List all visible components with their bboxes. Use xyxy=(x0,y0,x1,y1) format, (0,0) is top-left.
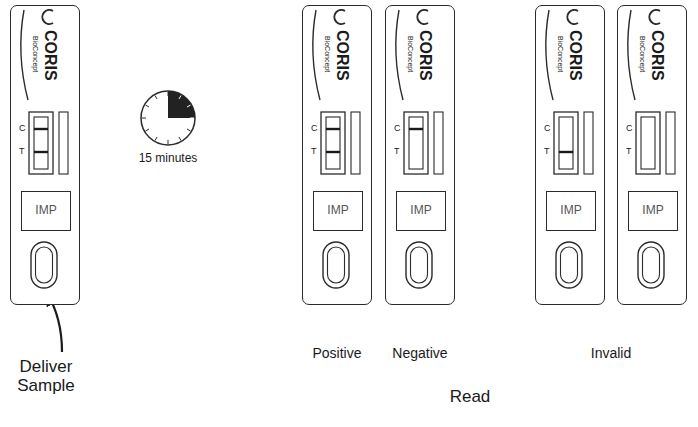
control-line xyxy=(409,128,423,130)
clock-tick xyxy=(168,92,169,96)
sample-well xyxy=(638,242,664,288)
line-marker-label: C xyxy=(394,124,401,134)
result-label: Positive xyxy=(295,346,379,361)
side-slot xyxy=(434,112,443,174)
sample-well-inner xyxy=(561,247,578,283)
line-marker-label: T xyxy=(626,147,632,157)
sample-well-inner xyxy=(328,247,345,283)
line-marker-label: T xyxy=(19,147,25,157)
sample-well-inner xyxy=(643,247,660,283)
line-marker-label: C xyxy=(626,124,633,134)
result-label: Negative xyxy=(378,346,462,361)
side-slot xyxy=(351,112,360,174)
imp-label: IMP xyxy=(35,204,56,217)
sample-well-inner xyxy=(36,247,53,283)
line-marker-label: T xyxy=(394,147,400,157)
clock-tick xyxy=(187,105,190,107)
side-slot xyxy=(666,112,675,174)
clock-tick xyxy=(142,118,146,119)
test-strip xyxy=(641,117,655,169)
line-marker-label: T xyxy=(311,147,317,157)
sample-well xyxy=(406,242,432,288)
test-strip xyxy=(326,117,340,169)
logo-mark xyxy=(568,10,579,24)
clock-tick xyxy=(168,140,169,144)
test-line xyxy=(34,151,48,153)
logo-swoosh xyxy=(21,10,28,100)
brand-subtitle: BioConcept xyxy=(407,36,414,72)
logo-mark xyxy=(650,10,661,24)
imp-box: IMP xyxy=(628,191,678,231)
result-window xyxy=(554,112,578,174)
step-label: Read xyxy=(425,388,515,407)
side-slot xyxy=(59,112,68,174)
line-marker-label: C xyxy=(311,124,318,134)
side-slot xyxy=(584,112,593,174)
logo-swoosh xyxy=(628,10,635,100)
brand-name: CORIS xyxy=(567,30,583,81)
brand-name: CORIS xyxy=(417,30,433,81)
timer-label: 15 minutes xyxy=(118,152,218,165)
logo-mark xyxy=(418,10,429,24)
brand-name: CORIS xyxy=(649,30,665,81)
imp-label: IMP xyxy=(327,204,348,217)
imp-box: IMP xyxy=(546,191,596,231)
clock-tick xyxy=(187,129,190,131)
imp-box: IMP xyxy=(396,191,446,231)
result-window xyxy=(404,112,428,174)
result-window xyxy=(321,112,345,174)
test-strip xyxy=(559,117,573,169)
brand-subtitle: BioConcept xyxy=(32,36,39,72)
test-cassette: CORISBioConceptIMP C T xyxy=(302,5,372,305)
test-line xyxy=(559,151,573,153)
result-label: Invalid xyxy=(569,346,653,361)
test-line xyxy=(326,151,340,153)
clock-tick xyxy=(145,105,148,107)
clock-tick xyxy=(190,118,194,119)
imp-label: IMP xyxy=(560,204,581,217)
imp-box: IMP xyxy=(313,191,363,231)
test-cassette: CORISBioConceptIMP C T xyxy=(617,5,687,305)
test-cassette: CORISBioConceptIMP C T xyxy=(535,5,605,305)
brand-subtitle: BioConcept xyxy=(639,36,646,72)
imp-box: IMP xyxy=(21,191,71,231)
line-marker-label: C xyxy=(19,124,26,134)
test-strip xyxy=(34,117,48,169)
timer-clock xyxy=(141,91,195,145)
logo-swoosh xyxy=(313,10,320,100)
control-line xyxy=(34,128,48,130)
control-line xyxy=(326,128,340,130)
brand-name: CORIS xyxy=(42,30,58,81)
logo-mark xyxy=(43,10,54,24)
imp-label: IMP xyxy=(642,204,663,217)
clock-tick xyxy=(155,137,157,140)
brand-subtitle: BioConcept xyxy=(557,36,564,72)
clock-tick xyxy=(155,95,157,98)
logo-mark xyxy=(335,10,346,24)
clock-tick xyxy=(179,95,181,98)
brand-name: CORIS xyxy=(334,30,350,81)
sample-well xyxy=(556,242,582,288)
logo-swoosh xyxy=(396,10,403,100)
result-window xyxy=(29,112,53,174)
imp-label: IMP xyxy=(410,204,431,217)
step-label: Deliver Sample xyxy=(1,358,91,395)
result-window xyxy=(636,112,660,174)
sample-well-inner xyxy=(411,247,428,283)
clock-tick xyxy=(145,129,148,131)
line-marker-label: T xyxy=(544,147,550,157)
test-cassette: CORISBioConceptIMP C T xyxy=(10,5,80,305)
brand-subtitle: BioConcept xyxy=(324,36,331,72)
test-strip xyxy=(409,117,423,169)
test-cassette: CORISBioConceptIMP C T xyxy=(385,5,455,305)
clock-tick xyxy=(179,137,181,140)
logo-swoosh xyxy=(546,10,553,100)
sample-well xyxy=(323,242,349,288)
line-marker-label: C xyxy=(544,124,551,134)
sample-well xyxy=(31,242,57,288)
